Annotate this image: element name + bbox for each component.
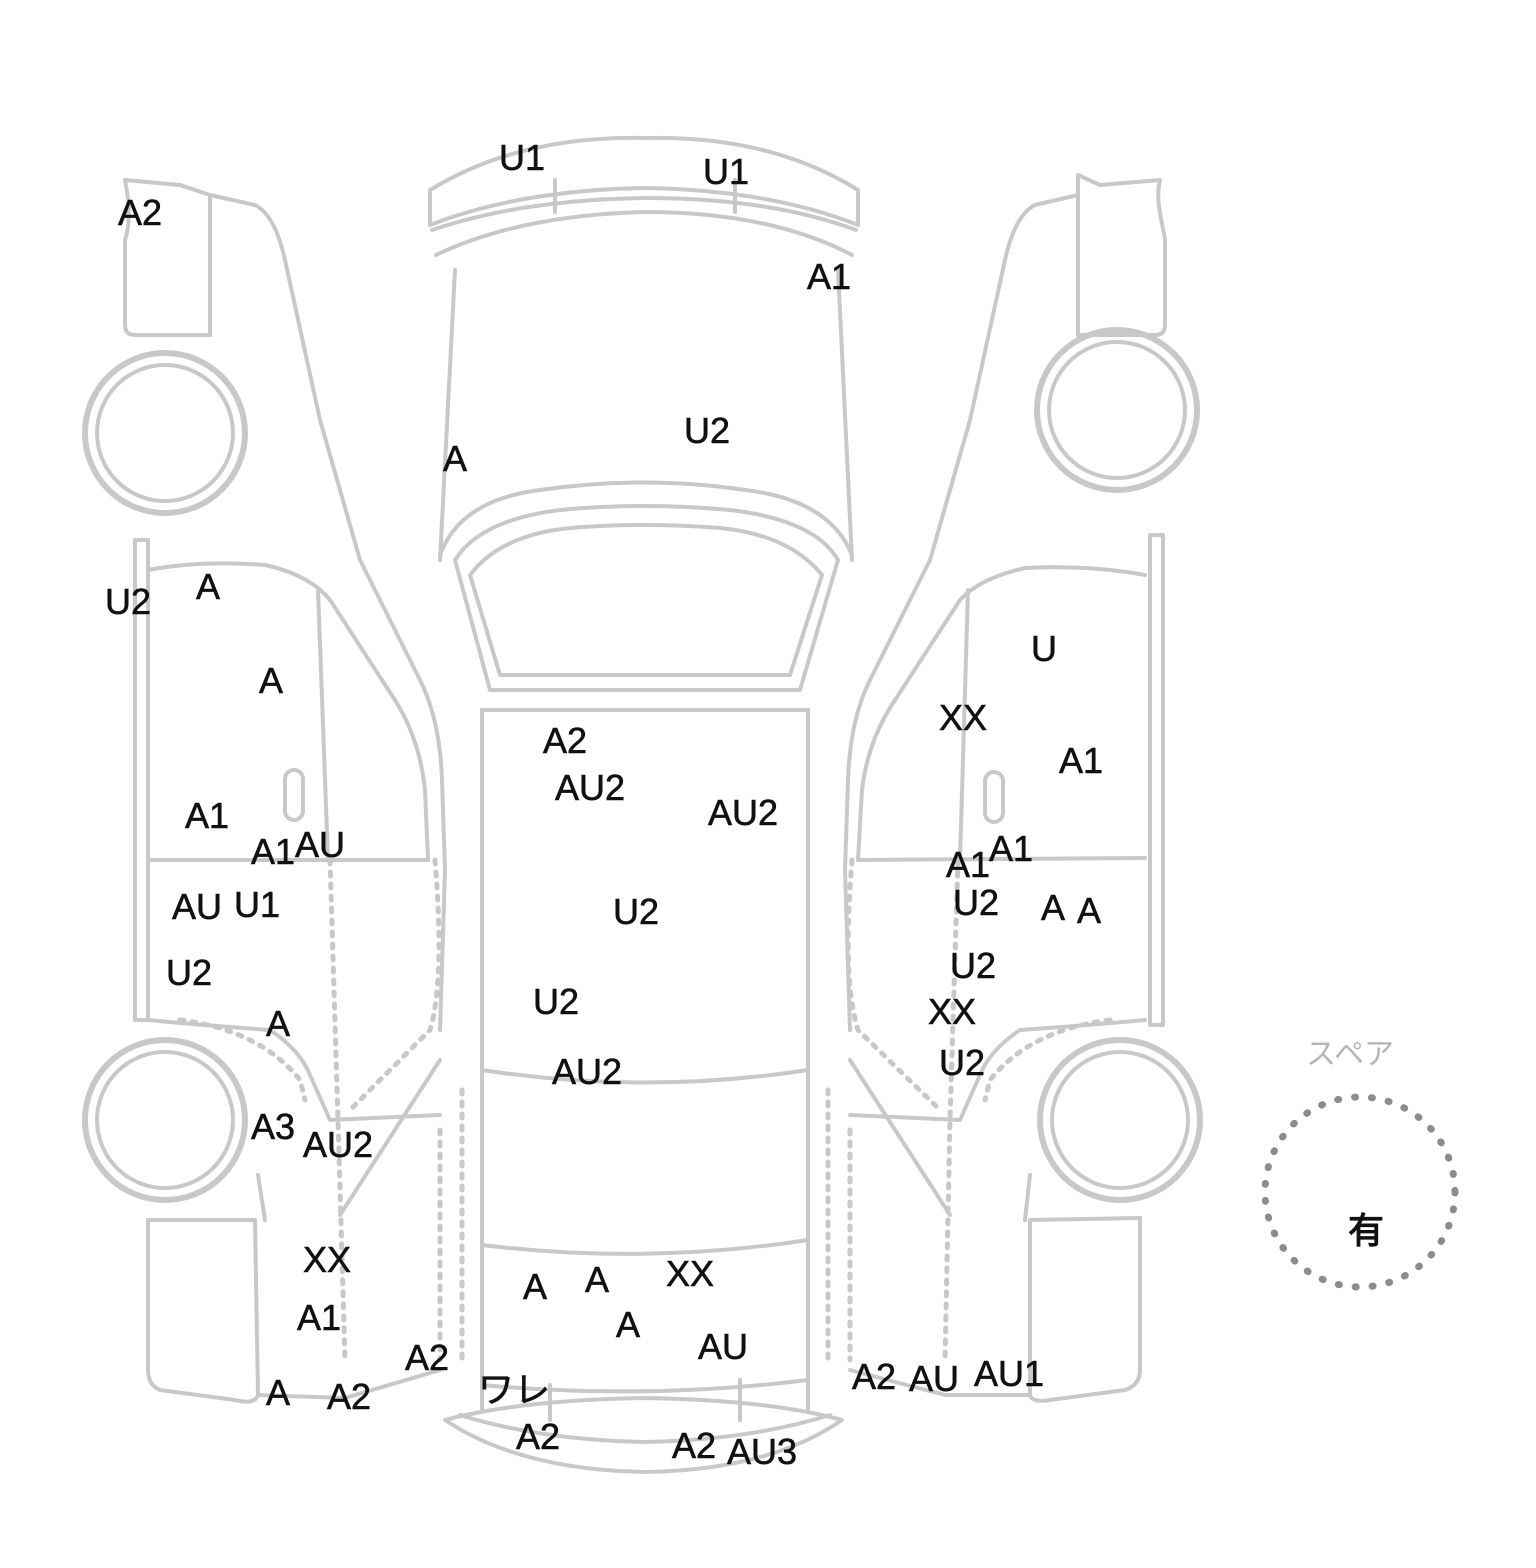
- spare-tire-label: スペア: [1306, 1037, 1394, 1072]
- damage-mark: A: [265, 1372, 291, 1413]
- damage-mark: A2: [542, 720, 588, 761]
- damage-mark: A: [195, 566, 221, 607]
- damage-mark: XX: [302, 1239, 352, 1280]
- damage-mark: U2: [612, 891, 660, 932]
- damage-mark: U2: [949, 945, 997, 986]
- top-view: [428, 135, 860, 1474]
- left-side-view: [123, 178, 447, 1404]
- damage-mark: A2: [326, 1376, 372, 1417]
- damage-mark: A1: [184, 795, 230, 836]
- damage-mark: A: [265, 1003, 291, 1044]
- damage-mark: A: [584, 1259, 610, 1300]
- damage-mark: AU1: [973, 1353, 1045, 1394]
- damage-mark: A: [258, 660, 284, 701]
- damage-mark: AU2: [554, 767, 626, 808]
- damage-mark: U2: [683, 410, 731, 451]
- damage-mark: XX: [927, 991, 977, 1032]
- damage-mark: AU2: [551, 1051, 623, 1092]
- damage-mark: A1: [945, 844, 991, 885]
- damage-mark: U2: [104, 581, 152, 622]
- damage-mark: A1: [1058, 740, 1104, 781]
- right-side-view: [843, 173, 1167, 1403]
- damage-mark: U2: [952, 882, 1000, 923]
- spare-tire-value: 有: [1347, 1211, 1385, 1252]
- damage-mark: A2: [404, 1337, 450, 1378]
- damage-mark: AU3: [726, 1431, 798, 1472]
- damage-mark: AU: [697, 1326, 749, 1367]
- damage-mark: U1: [233, 884, 281, 925]
- damage-mark: U1: [498, 137, 546, 178]
- damage-mark: A3: [250, 1106, 296, 1147]
- damage-mark: A: [442, 438, 468, 479]
- damage-mark: AU2: [707, 792, 779, 833]
- damage-mark: A2: [117, 192, 163, 233]
- damage-mark: U: [1031, 628, 1058, 669]
- damage-mark: A: [1040, 887, 1066, 928]
- damage-mark: U2: [532, 981, 580, 1022]
- damage-mark: A: [615, 1304, 641, 1345]
- damage-mark: XX: [665, 1253, 715, 1294]
- damage-mark: AU: [294, 824, 346, 865]
- spare-tire-circle: [1261, 1093, 1459, 1291]
- damage-mark: A2: [671, 1425, 717, 1466]
- damage-mark: XX: [938, 697, 988, 738]
- damage-mark: A2: [515, 1416, 561, 1457]
- damage-mark: A: [1076, 890, 1102, 931]
- damage-mark: A1: [988, 828, 1034, 869]
- damage-mark: AU: [908, 1358, 960, 1399]
- damage-mark: A1: [296, 1297, 342, 1338]
- damage-mark: ワレ: [477, 1369, 551, 1410]
- damage-mark: A1: [806, 256, 852, 297]
- damage-mark: U1: [702, 151, 750, 192]
- damage-mark: AU: [171, 886, 223, 927]
- damage-mark: A1: [250, 831, 296, 872]
- damage-mark: U2: [938, 1042, 986, 1083]
- damage-mark: AU2: [302, 1124, 374, 1165]
- damage-mark: A: [522, 1266, 548, 1307]
- damage-mark: U2: [165, 952, 213, 993]
- damage-mark: A2: [851, 1356, 897, 1397]
